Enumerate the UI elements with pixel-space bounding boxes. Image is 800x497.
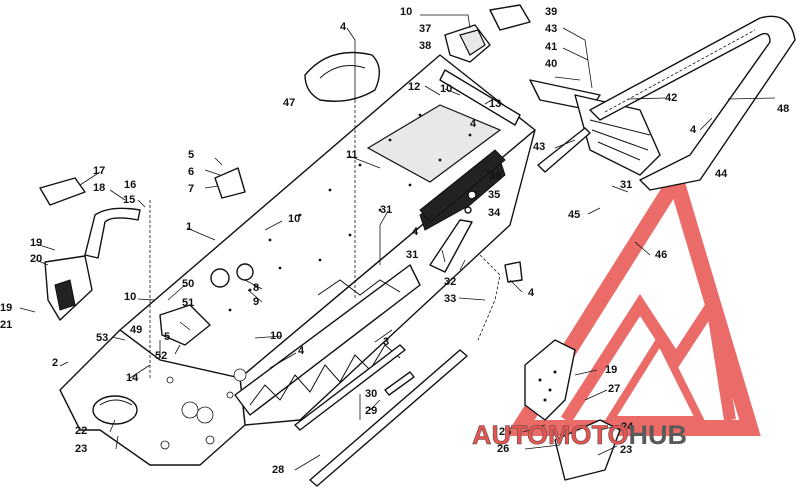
callout-26: 26 bbox=[497, 443, 509, 455]
tank-bracket bbox=[39, 177, 86, 206]
callout-50: 50 bbox=[182, 278, 194, 290]
callout-36: 36 bbox=[489, 170, 501, 182]
callout-47: 47 bbox=[283, 97, 295, 109]
callout-52: 52 bbox=[155, 350, 167, 362]
callout-4: 4 bbox=[528, 287, 535, 299]
tether-chain bbox=[477, 254, 523, 341]
hinge-plate bbox=[489, 4, 531, 31]
callout-4: 4 bbox=[340, 21, 347, 33]
tunnel-assembly bbox=[59, 54, 536, 466]
callout-10: 10 bbox=[440, 83, 452, 95]
callout-51: 51 bbox=[182, 297, 194, 309]
callout-31: 31 bbox=[406, 249, 418, 261]
callout-5: 5 bbox=[164, 331, 170, 343]
callout-40: 40 bbox=[545, 58, 557, 70]
callout-4: 4 bbox=[470, 118, 477, 130]
callout-12: 12 bbox=[408, 81, 420, 93]
callout-41: 41 bbox=[545, 41, 557, 53]
callout-35: 35 bbox=[488, 189, 500, 201]
callout-44: 44 bbox=[715, 168, 728, 180]
svg-text:AUTOMOTOHUB: AUTOMOTOHUB bbox=[472, 420, 687, 450]
running-board bbox=[524, 339, 576, 421]
callout-29: 29 bbox=[365, 405, 377, 417]
callout-15: 15 bbox=[123, 194, 135, 206]
callout-20: 20 bbox=[30, 253, 42, 265]
callout-18: 18 bbox=[93, 182, 105, 194]
callout-22: 22 bbox=[75, 425, 87, 437]
callout-53: 53 bbox=[96, 332, 108, 344]
callout-39: 39 bbox=[545, 6, 557, 18]
control-bracket bbox=[159, 304, 211, 346]
rear-bracket bbox=[444, 24, 491, 63]
callout-17: 17 bbox=[93, 165, 105, 177]
callout-38: 38 bbox=[419, 40, 431, 52]
watermark-text: AUTOMOTOHUB bbox=[472, 420, 687, 451]
side-decal bbox=[419, 149, 506, 223]
callout-6: 6 bbox=[188, 166, 194, 178]
rear-crossbar bbox=[439, 69, 521, 126]
callout-14: 14 bbox=[126, 372, 139, 384]
callout-30: 30 bbox=[365, 388, 377, 400]
callout-10: 10 bbox=[124, 291, 136, 303]
callout-23: 23 bbox=[75, 443, 87, 455]
callout-37: 37 bbox=[419, 23, 431, 35]
callout-10: 10 bbox=[400, 6, 412, 18]
watermark-logo bbox=[505, 160, 761, 436]
callout-16: 16 bbox=[124, 179, 136, 191]
rear-bumper bbox=[589, 15, 796, 191]
callout-46: 46 bbox=[655, 249, 667, 261]
side-plate bbox=[44, 255, 93, 321]
leader-lines bbox=[19, 14, 776, 471]
callout-48: 48 bbox=[777, 103, 789, 115]
slide-rail bbox=[294, 344, 406, 431]
callout-19: 19 bbox=[605, 364, 617, 376]
watermark-hub: HUB bbox=[629, 420, 688, 450]
callout-5: 5 bbox=[188, 149, 194, 161]
callout-19: 19 bbox=[30, 237, 42, 249]
callout-25: 25 bbox=[499, 426, 511, 438]
callout-7: 7 bbox=[188, 183, 194, 195]
seat-pad bbox=[304, 51, 380, 102]
callout-28: 28 bbox=[272, 464, 284, 476]
callout-43: 43 bbox=[533, 141, 545, 153]
flap-strip bbox=[537, 127, 591, 173]
callout-2: 2 bbox=[52, 357, 58, 369]
callout-31: 31 bbox=[380, 204, 392, 216]
callout-34: 34 bbox=[488, 207, 501, 219]
bracket-32 bbox=[429, 219, 473, 273]
mount-bracket bbox=[214, 167, 246, 199]
callout-13: 13 bbox=[489, 98, 501, 110]
callout-4: 4 bbox=[690, 124, 697, 136]
callout-1: 1 bbox=[186, 221, 192, 233]
grab-handle bbox=[84, 207, 141, 259]
callout-3: 3 bbox=[383, 336, 389, 348]
callout-4: 4 bbox=[412, 226, 419, 238]
callout-31: 31 bbox=[620, 179, 632, 191]
callout-43: 43 bbox=[545, 23, 557, 35]
callout-9: 9 bbox=[253, 296, 259, 308]
foot-plate bbox=[554, 419, 621, 481]
callout-8: 8 bbox=[253, 282, 259, 294]
callout-10: 10 bbox=[270, 330, 282, 342]
callout-19: 19 bbox=[0, 302, 12, 314]
callout-10: 10 bbox=[288, 213, 300, 225]
callout-23: 23 bbox=[620, 444, 632, 456]
callout-33: 33 bbox=[444, 293, 456, 305]
callout-labels: 1234444445567891010101010111213141516171… bbox=[0, 6, 789, 476]
watermark-auto: AUTO bbox=[472, 420, 548, 450]
callout-45: 45 bbox=[568, 209, 580, 221]
callout-21: 21 bbox=[0, 319, 12, 331]
callout-11: 11 bbox=[346, 149, 358, 161]
lower-cover bbox=[92, 395, 138, 425]
cross-shaft bbox=[309, 349, 468, 487]
callout-49: 49 bbox=[130, 324, 142, 336]
callout-27: 27 bbox=[608, 383, 620, 395]
callout-24: 24 bbox=[621, 421, 634, 433]
watermark-moto: MOTO bbox=[548, 420, 629, 450]
callout-4: 4 bbox=[298, 345, 305, 357]
callout-42: 42 bbox=[665, 92, 677, 104]
callout-32: 32 bbox=[444, 276, 456, 288]
